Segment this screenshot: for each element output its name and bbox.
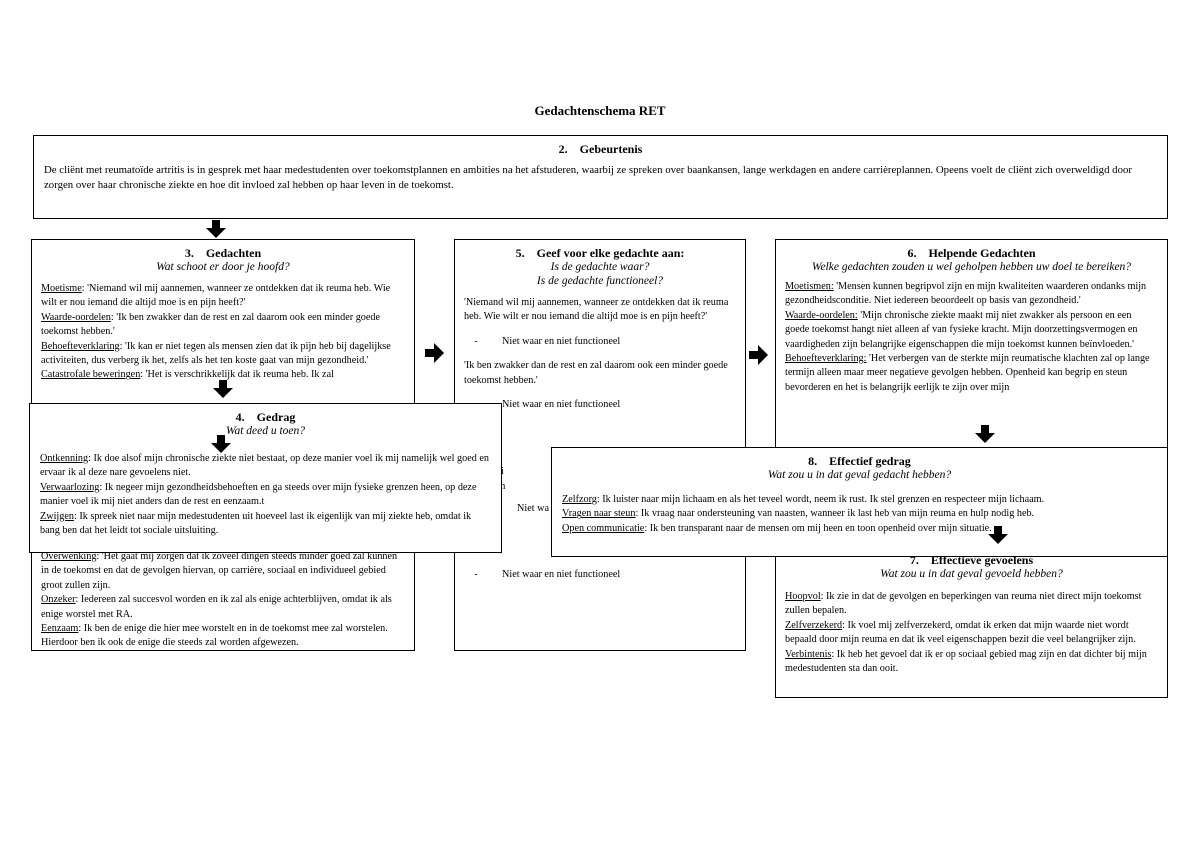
evaluation-verdict: -Niet waar en niet functioneel xyxy=(474,399,621,411)
effective-behaviour-item: Vragen naar steun: Ik vraag naar onderst… xyxy=(562,508,1035,520)
evaluation-question-functional: Is de gedachte functioneel? xyxy=(536,275,664,287)
behaviour-box: 4. Gedrag Wat deed u toen? Ontkenning: I… xyxy=(29,403,502,553)
effective-behaviour-heading: 8. Effectief gedrag xyxy=(808,454,911,468)
arrow-down-icon xyxy=(988,526,1008,544)
evaluation-fragment: Niet wa xyxy=(517,503,549,514)
behaviour-question: Wat deed u toen? xyxy=(225,425,306,437)
evaluation-heading: 5. Geef voor elke gedachte aan: xyxy=(515,246,685,260)
helpful-thoughts-heading: 6. Helpende Gedachten xyxy=(907,246,1036,260)
behaviour-item: Zwijgen: Ik spreek niet naar mijn medest… xyxy=(40,510,472,537)
feeling-item: Zelfverzekerd: Ik voel mij zelfverzekerd… xyxy=(785,619,1136,646)
helpful-thoughts-box: 6. Helpende Gedachten Welke gedachten zo… xyxy=(775,239,1168,459)
evaluation-quote: 'Ik ben zwakker dan de rest en zal daaro… xyxy=(464,360,728,386)
effective-feelings-question: Wat zou u in dat geval gevoeld hebben? xyxy=(880,568,1063,580)
effective-behaviour-item: Zelfzorg: Ik luister naar mijn lichaam e… xyxy=(562,494,1045,505)
behaviour-item: Verwaarlozing: Ik negeer mijn gezondheid… xyxy=(40,481,477,508)
effective-behaviour-question: Wat zou u in dat geval gedacht hebben? xyxy=(767,469,952,481)
arrow-down-icon xyxy=(213,380,233,398)
helpful-thoughts-question: Welke gedachten zouden u wel geholpen he… xyxy=(811,261,1132,273)
thoughts-question: Wat schoot er door je hoofd? xyxy=(156,261,290,273)
arrow-right-icon xyxy=(425,343,444,363)
event-box: 2. Gebeurtenis De cliënt met reumatoïde … xyxy=(33,135,1168,219)
thoughts-heading: 3. Gedachten xyxy=(184,246,262,260)
behaviour-heading: 4. Gedrag xyxy=(235,410,296,424)
evaluation-verdict: -Niet waar en niet functioneel xyxy=(474,335,621,347)
page-title: Gedachtenschema RET xyxy=(534,103,666,118)
thought-item: Waarde-oordelen: 'Ik ben zwakker dan de … xyxy=(41,311,381,338)
effective-behaviour-box: 8. Effectief gedrag Wat zou u in dat gev… xyxy=(551,447,1168,557)
arrow-down-icon xyxy=(975,425,995,443)
feeling-item: Verbintenis: Ik heb het gevoel dat ik er… xyxy=(785,648,1147,675)
thought-item: Behoefteverklaring: 'Ik kan er niet tege… xyxy=(41,340,391,367)
evaluation-quote: 'Niemand wil mij aannemen, wanneer ze on… xyxy=(464,297,729,323)
behaviour-item: Ontkenning: Ik doe alsof mijn chronische… xyxy=(40,453,489,479)
evaluation-question-true: Is de gedachte waar? xyxy=(550,261,650,273)
evaluation-box: 5. Geef voor elke gedachte aan: Is de ge… xyxy=(454,239,746,651)
event-text: De cliënt met reumatoïde artritis is in … xyxy=(44,164,1132,191)
effective-feelings-box: 7. Effectieve gevoelens Wat zou u in dat… xyxy=(775,540,1168,698)
helpful-thought-item: Waarde-oordelen: 'Mijn chronische ziekte… xyxy=(785,309,1138,350)
evaluation-verdict: -Niet waar en niet functioneel xyxy=(474,569,621,580)
arrow-right-icon xyxy=(749,345,768,365)
event-heading: 2. Gebeurtenis xyxy=(558,142,643,156)
thought-item: Catastrofale beweringen: 'Het is verschr… xyxy=(41,369,334,381)
arrow-down-icon xyxy=(211,435,231,453)
thought-item: Eenzaam: Ik ben de enige die hier mee wo… xyxy=(41,623,388,649)
arrow-down-icon xyxy=(206,220,226,238)
feeling-item: Hoopvol: Ik zie in dat de gevolgen en be… xyxy=(785,591,1142,617)
effective-behaviour-item: Open communicatie: Ik ben transparant na… xyxy=(562,522,992,534)
thought-item: Overwenking: 'Het gaat mij zorgen dat ik… xyxy=(41,551,398,591)
thought-item: Onzeker: Iedereen zal succesvol worden e… xyxy=(41,594,392,620)
thought-item: Moetisme: 'Niemand wil mij aannemen, wan… xyxy=(41,283,391,309)
helpful-thought-item: Behoefteverklaring: 'Het verbergen van d… xyxy=(785,353,1150,393)
helpful-thought-item: Moetismen: 'Mensen kunnen begripvol zijn… xyxy=(785,281,1147,307)
